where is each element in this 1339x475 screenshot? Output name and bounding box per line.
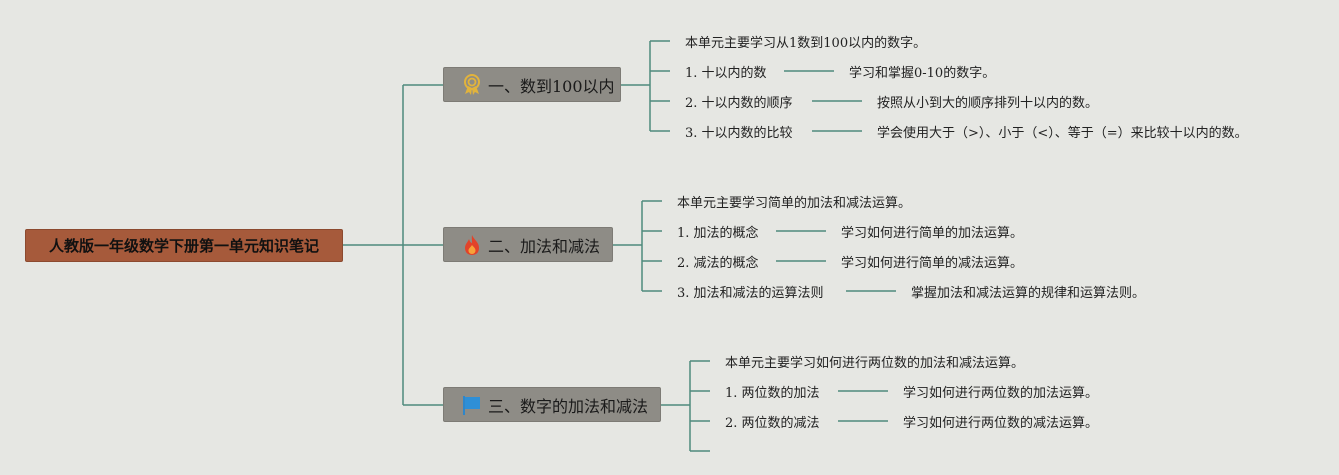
- branch-node-counting[interactable]: 一、数到100以内: [443, 67, 621, 102]
- item-detail: 学习如何进行简单的减法运算。: [841, 255, 1024, 271]
- item-detail: 学习如何进行简单的加法运算。: [841, 225, 1024, 241]
- item-title: 3. 十以内数的比较: [685, 125, 793, 141]
- branch-node-two-digit[interactable]: 三、数字的加法和减法: [443, 387, 661, 422]
- branch-label: 一、数到100以内: [488, 76, 615, 96]
- branch-label: 三、数字的加法和减法: [488, 396, 649, 416]
- item-detail: 掌握加法和减法运算的规律和运算法则。: [911, 285, 1146, 301]
- item-title: 1. 十以内的数: [685, 65, 767, 81]
- flag-icon: [461, 394, 483, 416]
- item-detail: 学会使用大于（>）、小于（<）、等于（=）来比较十以内的数。: [877, 125, 1248, 141]
- branch-intro: 本单元主要学习简单的加法和减法运算。: [677, 195, 912, 211]
- item-title: 1. 加法的概念: [677, 225, 759, 241]
- item-title: 2. 两位数的减法: [725, 415, 820, 431]
- item-title: 1. 两位数的加法: [725, 385, 820, 401]
- item-detail: 按照从小到大的顺序排列十以内的数。: [877, 95, 1099, 111]
- award-ribbon-icon: [461, 73, 483, 96]
- root-node[interactable]: 人教版一年级数学下册第一单元知识笔记: [25, 229, 343, 262]
- item-title: 3. 加法和减法的运算法则: [677, 285, 824, 301]
- branch-node-add-subtract[interactable]: 二、加法和减法: [443, 227, 613, 262]
- item-title: 2. 减法的概念: [677, 255, 759, 271]
- fire-icon: [461, 234, 483, 256]
- branch-intro: 本单元主要学习从1数到100以内的数字。: [685, 35, 927, 51]
- root-label: 人教版一年级数学下册第一单元知识笔记: [48, 237, 319, 255]
- item-detail: 学习如何进行两位数的加法运算。: [903, 385, 1099, 401]
- item-detail: 学习如何进行两位数的减法运算。: [903, 415, 1099, 431]
- item-detail: 学习和掌握0-10的数字。: [849, 65, 996, 81]
- branch-intro: 本单元主要学习如何进行两位数的加法和减法运算。: [725, 355, 1025, 371]
- branch-label: 二、加法和减法: [488, 236, 601, 256]
- item-title: 2. 十以内数的顺序: [685, 95, 793, 111]
